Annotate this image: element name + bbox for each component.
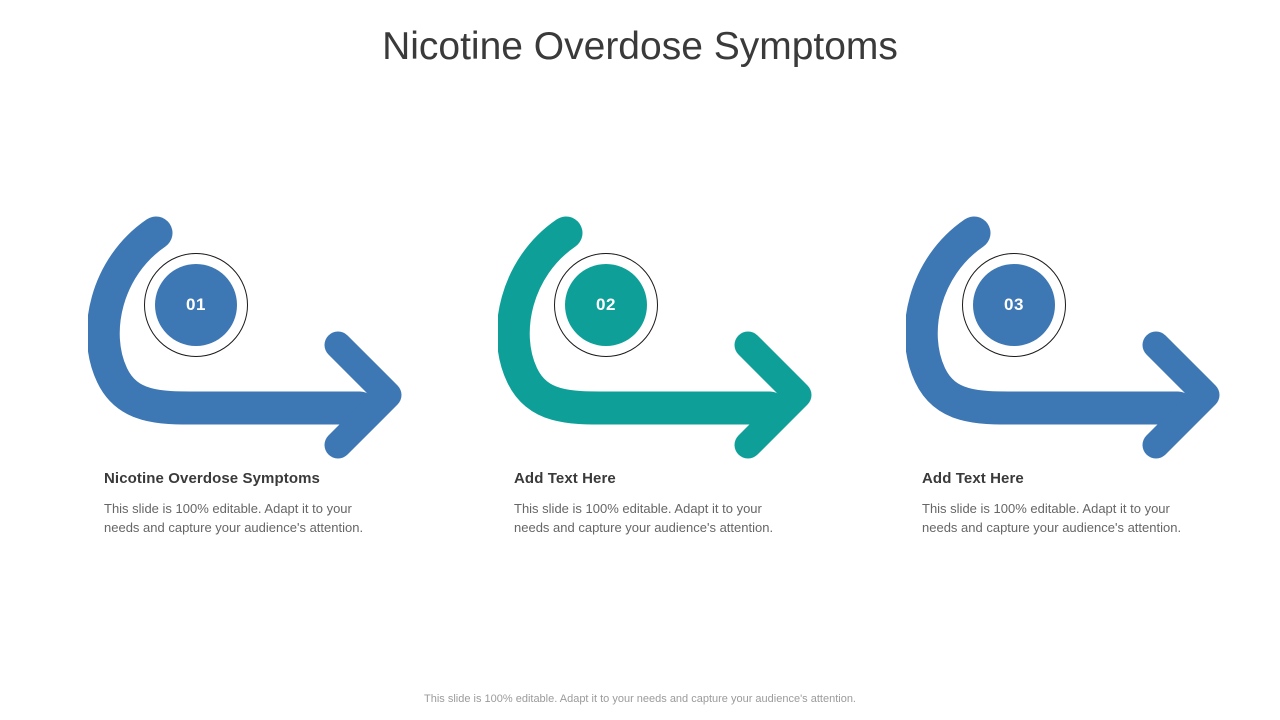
column-3-body: This slide is 100% editable. Adapt it to… bbox=[922, 501, 1182, 535]
number-ring-2 bbox=[554, 253, 658, 357]
column-3-text: Add Text Here This slide is 100% editabl… bbox=[922, 470, 1212, 537]
column-1-body: This slide is 100% editable. Adapt it to… bbox=[104, 501, 364, 535]
columns-container: 01 Nicotine Overdose Symptoms This slide… bbox=[0, 215, 1280, 535]
number-badge-3: 03 bbox=[973, 264, 1055, 346]
slide-footer: This slide is 100% editable. Adapt it to… bbox=[424, 693, 856, 705]
number-badge-2: 02 bbox=[565, 264, 647, 346]
curved-arrow-icon bbox=[498, 216, 812, 459]
column-1-text: Nicotine Overdose Symptoms This slide is… bbox=[104, 470, 394, 537]
curved-arrow-graphic-3: 03 bbox=[906, 215, 1226, 460]
column-1: 01 Nicotine Overdose Symptoms This slide… bbox=[88, 215, 462, 535]
column-3-heading: Add Text Here bbox=[922, 470, 1024, 487]
curved-arrow-icon bbox=[906, 216, 1220, 459]
number-badge-1: 01 bbox=[155, 264, 237, 346]
page-title: Nicotine Overdose Symptoms bbox=[382, 25, 898, 68]
column-2-body: This slide is 100% editable. Adapt it to… bbox=[514, 501, 774, 535]
curved-arrow-graphic-2: 02 bbox=[498, 215, 818, 460]
column-2-text: Add Text Here This slide is 100% editabl… bbox=[514, 470, 804, 537]
curved-arrow-graphic-1: 01 bbox=[88, 215, 408, 460]
column-1-heading: Nicotine Overdose Symptoms bbox=[104, 470, 320, 487]
number-ring-1 bbox=[144, 253, 248, 357]
number-ring-3 bbox=[962, 253, 1066, 357]
curved-arrow-icon bbox=[88, 216, 402, 459]
column-2: 02 Add Text Here This slide is 100% edit… bbox=[498, 215, 872, 535]
column-2-heading: Add Text Here bbox=[514, 470, 616, 487]
column-3: 03 Add Text Here This slide is 100% edit… bbox=[906, 215, 1280, 535]
